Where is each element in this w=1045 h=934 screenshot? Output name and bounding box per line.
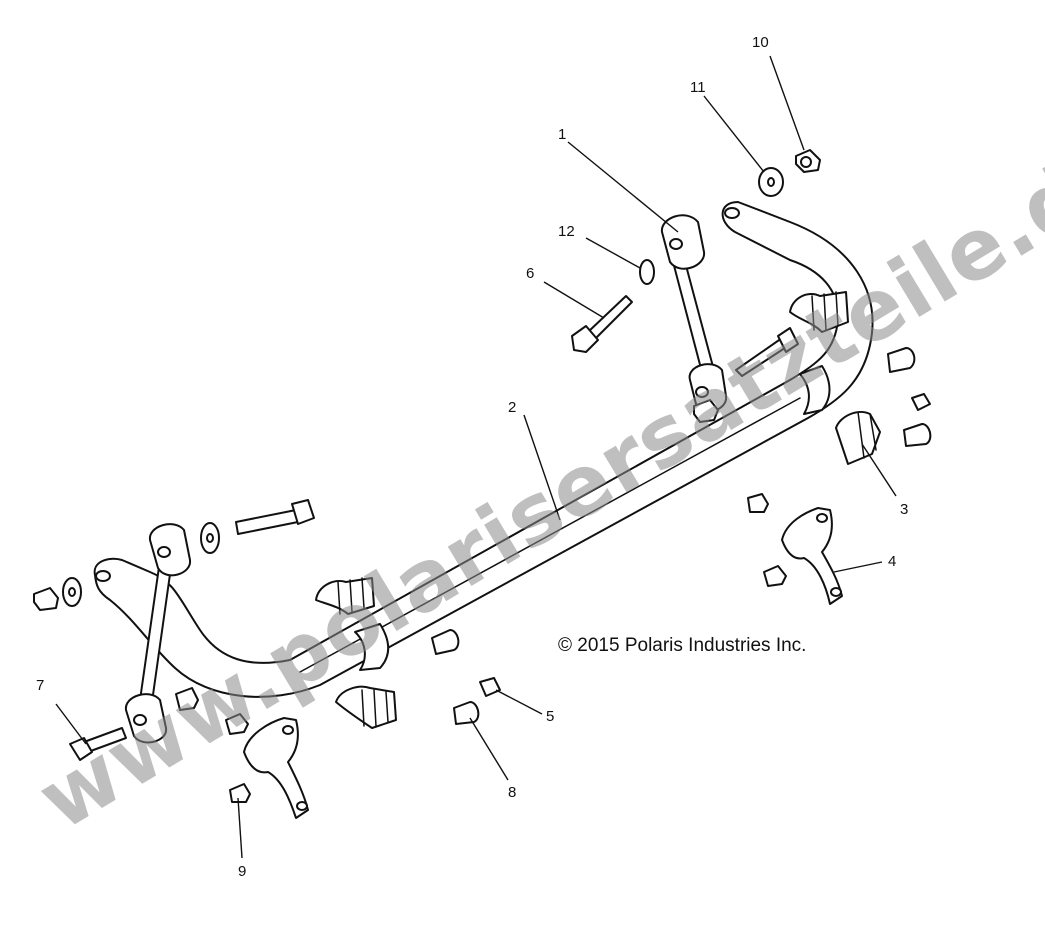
bushing-left-upper [315,577,375,615]
bushing-upper-right [789,291,849,333]
watermark-text: www.polarisersatzteile.de [22,115,1045,849]
washers [62,167,784,607]
callout-1: 1 [558,126,566,143]
bolt-part-7 [69,727,127,761]
callout-11: 11 [690,79,706,96]
leader-lines [55,55,897,859]
callout-9: 9 [238,863,246,880]
stabilizer-bar [93,201,874,698]
callout-10: 10 [752,34,769,51]
callout-5: 5 [546,708,554,725]
bolt-left-long [235,499,315,535]
bolt-right-long [735,327,799,377]
callout-2: 2 [508,399,516,416]
copyright-text: © 2015 Polaris Industries Inc. [558,635,806,656]
nuts [33,149,821,803]
callout-3: 3 [900,501,908,518]
callout-6: 6 [526,265,534,282]
callout-labels: 1 2 3 4 5 6 7 8 9 10 11 12 [36,34,908,880]
screws [431,347,932,725]
link-rod-left [124,523,192,744]
clamp-right [781,507,843,605]
bolt-part-6 [571,295,633,353]
callout-12: 12 [558,223,575,240]
callout-8: 8 [508,784,516,801]
bushing-right-lower [835,410,881,465]
callout-7: 7 [36,677,44,694]
clamp-left [243,717,309,819]
bushing-left-lower [335,685,397,729]
callout-4: 4 [888,553,896,570]
